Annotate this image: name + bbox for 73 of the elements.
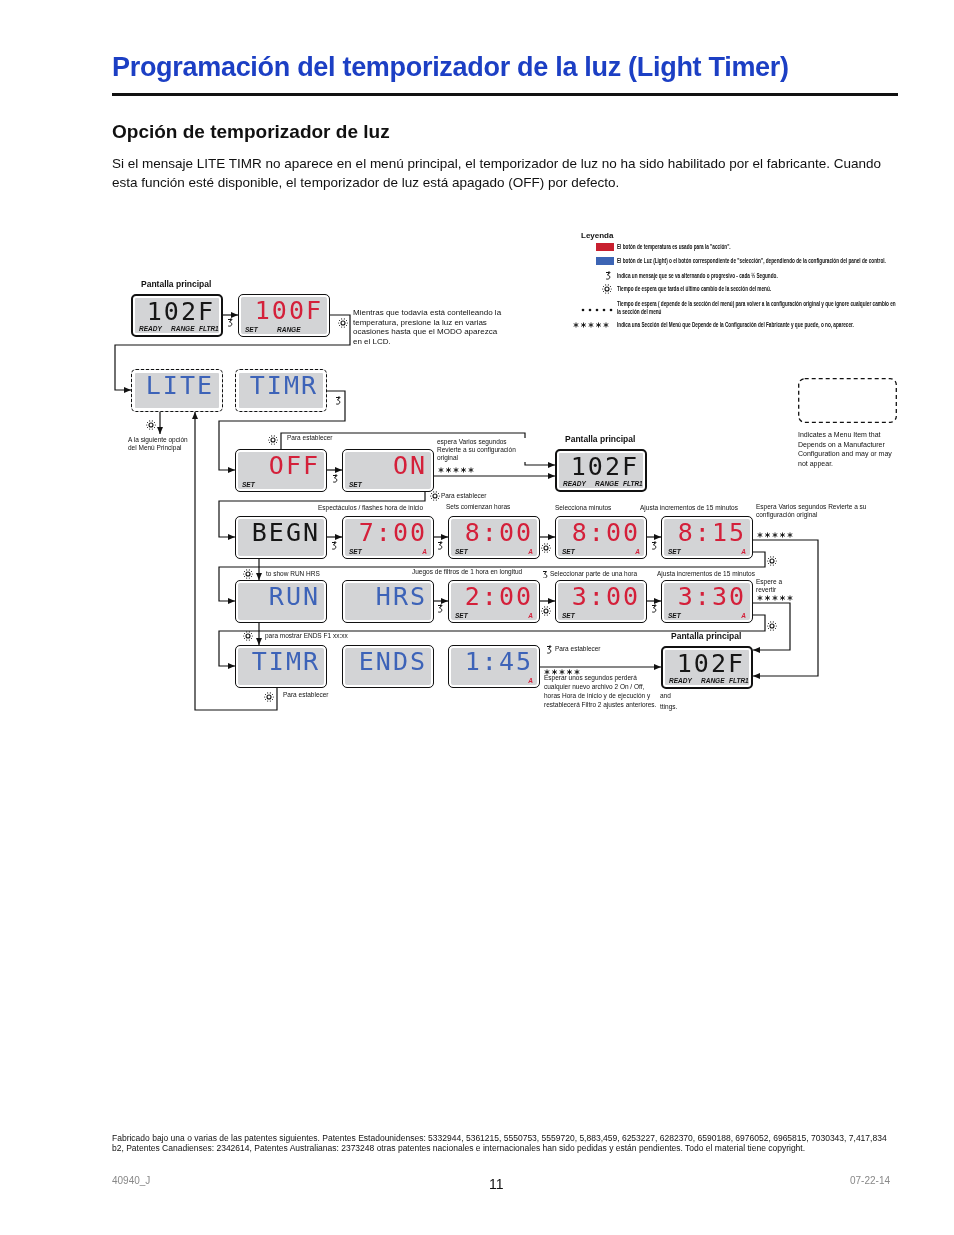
lcd-display: [342, 449, 434, 492]
lcd-display: [235, 516, 327, 559]
lcd-readout: 8:00: [464, 519, 533, 547]
page-title: Programación del temporizador de la luz (Light Timer): [112, 52, 789, 83]
display-heading: Pantalla principal: [565, 434, 636, 444]
lcd-display: [235, 449, 327, 492]
arrow: [433, 598, 449, 604]
arrow: [256, 622, 262, 646]
arrow: [752, 602, 791, 653]
lcd-display: [235, 645, 327, 688]
lcd-readout: 102F: [570, 453, 639, 481]
arrow: [218, 551, 766, 604]
arrow: [222, 312, 239, 318]
optional-lcd-display: [131, 369, 223, 412]
lcd-display: [342, 516, 434, 559]
arrow: [539, 664, 662, 670]
arrow: [539, 534, 556, 540]
lcd-readout: 2:00: [464, 583, 533, 611]
arrow: [326, 534, 343, 540]
date-text: 07-22-14: [850, 1175, 891, 1186]
lcd-display: [238, 294, 330, 337]
arrow: [218, 614, 766, 669]
lcd-readout: 7:00: [358, 519, 427, 547]
lcd-readout: BEGN: [251, 519, 320, 547]
arrow: [192, 411, 278, 711]
arrow: [218, 390, 346, 473]
lcd-display: [342, 645, 434, 688]
lcd-display: [555, 580, 647, 623]
display-heading: Pantalla principal: [671, 631, 742, 641]
lcd-readout: ENDS: [358, 648, 427, 676]
lcd-readout: 8:15: [677, 519, 746, 547]
lcd-display: [661, 516, 753, 559]
lcd-readout: 1:45: [464, 648, 533, 676]
arrow: [256, 558, 262, 581]
lcd-readout: TIMR: [251, 648, 320, 676]
body-text: Si el mensaje LITE TIMR no aparece en el menú principal, el temporizador de luz no ha sido habilitado por el fabricante. Cuando esta función esté disponible, el temporizador de luz está apagado (OFF) por defecto.: [112, 155, 882, 192]
arrow: [433, 534, 449, 540]
lcd-display: [448, 645, 540, 688]
optional-lcd-display: [235, 369, 327, 412]
lcd-readout: 100F: [254, 297, 323, 325]
page-number: 11: [489, 1176, 504, 1192]
arrow: [326, 467, 343, 473]
lcd-readout: OFF: [268, 452, 320, 480]
lcd-readout: LITE: [145, 372, 214, 400]
lcd-display: [342, 580, 434, 623]
lcd-display: [661, 580, 753, 623]
arrow: [433, 473, 556, 479]
section-heading: Opción de temporizador de luz: [112, 121, 390, 143]
lcd-display: [448, 580, 540, 623]
arrow: [752, 539, 819, 679]
arrow: [218, 490, 426, 540]
lcd-readout: 3:30: [677, 583, 746, 611]
arrow: [539, 598, 556, 604]
arrow: [157, 411, 163, 435]
lcd-readout: 102F: [676, 650, 745, 678]
lcd-display: [448, 516, 540, 559]
lcd-readout: TIMR: [249, 372, 318, 400]
lcd-readout: 102F: [146, 298, 215, 326]
lcd-readout: 3:00: [571, 583, 640, 611]
lcd-display: [235, 580, 327, 623]
lcd-readout: 8:00: [571, 519, 640, 547]
lcd-display: [555, 516, 647, 559]
lcd-readout: RUN: [268, 583, 320, 611]
display-heading: Pantalla principal: [141, 279, 212, 289]
arrow: [280, 432, 556, 468]
document-code: 40940_J: [112, 1175, 151, 1186]
lcd-readout: HRS: [375, 583, 427, 611]
lcd-readout: ON: [392, 452, 427, 480]
arrow: [114, 314, 351, 393]
legend-heading: Leyenda: [581, 231, 614, 240]
arrow: [646, 534, 662, 540]
arrow: [646, 598, 662, 604]
footer-text: Fabricado bajo una o varias de las patentes siguientes. Patentes Estadounidenses: 5332944, 5361215, 5550753, 5559720, 5,883,459, 6253227, 6282370, 6590188, 6976052, 6965815, 7030343, 7,417,834 b2, Patentes Canadienses: 2342614, Patentes Australianas: 2373248 otras patentes nacionales e internacionales han sido pedidas y están pendientes. Todo el material tiene copyright.: [112, 1133, 888, 1153]
